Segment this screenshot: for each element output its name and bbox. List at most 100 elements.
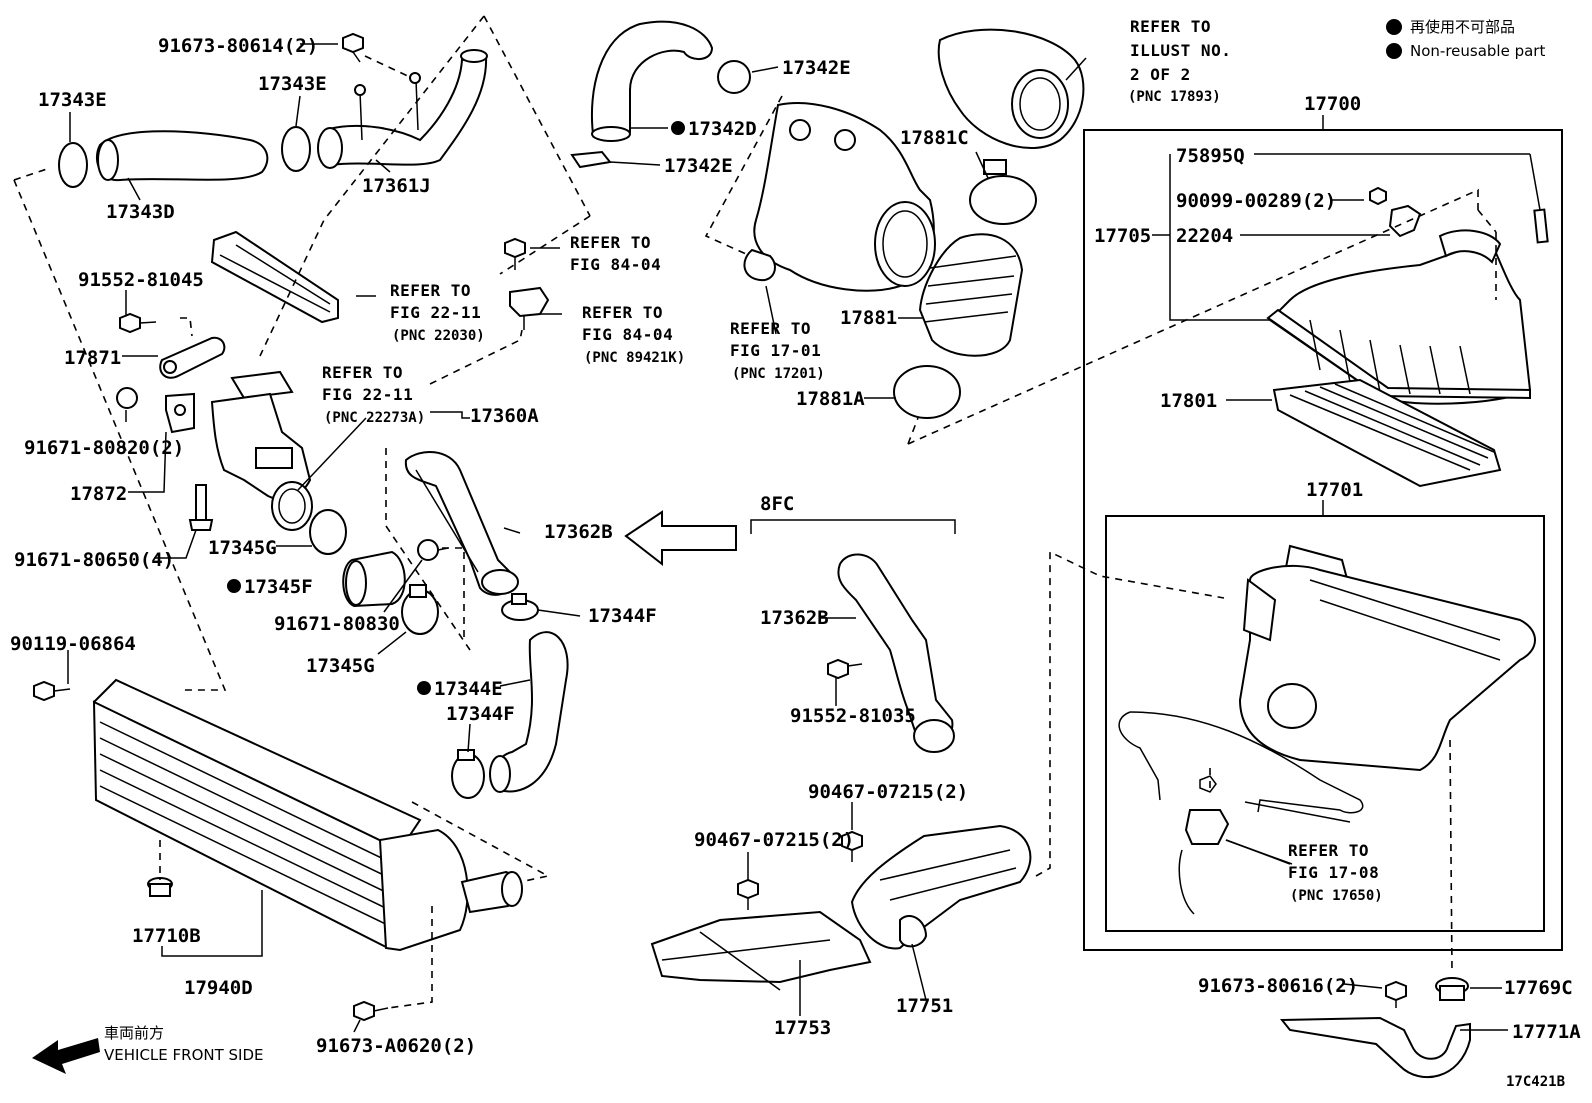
clamp-17342E-drawing: [570, 60, 751, 169]
bracket-17871-drawing: [159, 336, 226, 379]
label-17343E: 17343E: [258, 73, 327, 95]
front-arrow-icon: [32, 1038, 100, 1074]
label-17345F: 17345F: [244, 576, 313, 598]
ref-fig1708-line3: (PNC 17650): [1290, 888, 1383, 904]
label-17360A: 17360A: [470, 405, 539, 427]
ref-fig22b-line3: (PNC 22273A): [324, 410, 425, 426]
label-75895Q: 75895Q: [1176, 145, 1245, 167]
assembly-box-17701: [1105, 515, 1545, 932]
label-17345G: 17345G: [208, 537, 277, 559]
variant-bracket: [750, 519, 956, 534]
label-90099-00289: 90099-00289(2): [1176, 190, 1336, 212]
hose-17344E-drawing: [489, 631, 569, 793]
ref-fig84b-line1: REFER TO: [582, 303, 663, 322]
label-17701: 17701: [1306, 479, 1363, 501]
bellows-hose-17881-drawing: [918, 233, 1024, 357]
label-17705: 17705: [1094, 225, 1151, 247]
bolt-91671-80820-drawing: [116, 387, 138, 409]
bolt-90467-b-drawing: [841, 830, 863, 862]
label-17342D: 17342D: [688, 118, 757, 140]
front-side-en: VEHICLE FRONT SIDE: [104, 1046, 264, 1064]
clamp-17345G-a-drawing: [309, 509, 347, 555]
grommet-17710B-drawing: [147, 877, 173, 897]
label-90119-06864: 90119-06864: [10, 633, 136, 655]
hose-17345F-drawing: [342, 550, 406, 608]
label-91671-80650: 91671-80650(4): [14, 549, 174, 571]
label-91673-80614: 91673-80614(2): [158, 35, 318, 57]
non-reusable-marker-icon: [671, 121, 685, 135]
label-17872: 17872: [70, 483, 127, 505]
label-91552-81035: 91552-81035: [790, 705, 916, 727]
bracket-17771A-drawing: [1279, 1016, 1471, 1079]
grommet-17769C-drawing: [1435, 977, 1469, 1001]
ref-illust-line2: ILLUST NO.: [1130, 41, 1231, 60]
gasket-drawing: [230, 370, 294, 400]
bolt-90119-06864-drawing: [33, 680, 71, 702]
clamp-17345G-b-drawing: [401, 584, 439, 635]
sensor-fig84-drawing: [509, 286, 550, 330]
label-91671-80820: 91671-80820(2): [24, 437, 184, 459]
ref-illust-line4: (PNC 17893): [1128, 89, 1221, 105]
label-91671-80830: 91671-80830: [274, 613, 400, 635]
ref-fig1701-line2: FIG 17-01: [730, 341, 821, 360]
ref-fig22a-line1: REFER TO: [390, 281, 471, 300]
air-cleaner-case-drawing: [1118, 544, 1536, 823]
label-17769C: 17769C: [1504, 977, 1573, 999]
ref-fig1701-line1: REFER TO: [730, 319, 811, 338]
ref-fig1708-line2: FIG 17-08: [1288, 863, 1379, 882]
map-sensor-drawing: [210, 230, 339, 324]
label-22204: 22204: [1176, 225, 1233, 247]
label-17710B: 17710B: [132, 925, 201, 947]
non-reusable-marker-icon: [1386, 19, 1402, 35]
label-17771A: 17771A: [1512, 1021, 1581, 1043]
front-side-jp: 車両前方: [104, 1024, 164, 1042]
ref-illust-line3: 2 OF 2: [1130, 65, 1191, 84]
label-17940D: 17940D: [184, 977, 253, 999]
hose-17342D-drawing: [590, 20, 714, 142]
label-90467-07215-lower: 90467-07215(2): [694, 829, 854, 851]
bolt-91671-80830-drawing: [417, 539, 449, 561]
ref-fig22b-line1: REFER TO: [322, 363, 403, 382]
label-90467-07215-upper: 90467-07215(2): [808, 781, 968, 803]
label-17871: 17871: [64, 347, 121, 369]
diagram-code: 17C421B: [1506, 1074, 1565, 1090]
pipe-17362B-drawing: [404, 450, 519, 596]
label-17753: 17753: [774, 1017, 831, 1039]
ref-fig1701-line3: (PNC 17201): [732, 366, 825, 382]
duct-17751-drawing: [850, 824, 1032, 950]
reference-notes: REFER TO ILLUST NO. 2 OF 2 (PNC 17893) R…: [322, 17, 1383, 904]
bolt-91671-80650-drawing: [188, 484, 214, 531]
duct-17753-drawing: [650, 910, 872, 991]
label-8fc: 8FC: [760, 493, 794, 515]
label-17343E: 17343E: [38, 89, 107, 111]
label-17342E: 17342E: [782, 57, 851, 79]
label-17344F: 17344F: [588, 605, 657, 627]
bracket-17872-drawing: [165, 392, 195, 434]
label-17361J: 17361J: [362, 175, 431, 197]
label-17345G: 17345G: [306, 655, 375, 677]
part-labels: 91673-80614(2) 17343E 17343E 17343D 1736…: [10, 35, 1581, 1090]
label-17801: 17801: [1160, 390, 1217, 412]
ref-fig1708-line1: REFER TO: [1288, 841, 1369, 860]
throttle-body-drawing: [937, 28, 1085, 149]
bolt-91673-80616-drawing: [1385, 980, 1407, 1008]
sensor-22204-drawing: [1388, 204, 1422, 238]
label-17362B-8fc: 17362B: [760, 607, 829, 629]
non-reusable-marker-icon: [417, 681, 431, 695]
bolt-91673-80614-drawing: [342, 32, 364, 63]
legend: 再使用不可部品 Non-reusable part: [1386, 18, 1545, 60]
label-17881C: 17881C: [900, 127, 969, 149]
ref-fig22a-line3: (PNC 22030): [392, 328, 485, 344]
clamp-17881C-drawing: [969, 159, 1037, 225]
label-17751: 17751: [896, 995, 953, 1017]
bolt-90099-drawing: [1369, 186, 1387, 206]
leader-lines: [67, 43, 1541, 1033]
ref-fig84a-line2: FIG 84-04: [570, 255, 661, 274]
clamp-17344F-a-drawing: [501, 593, 539, 621]
label-17344E: 17344E: [434, 678, 503, 700]
label-91552-81045: 91552-81045: [78, 269, 204, 291]
intercooler-17940D-drawing: [92, 678, 523, 952]
clamp-17344F-b-drawing: [451, 749, 485, 799]
